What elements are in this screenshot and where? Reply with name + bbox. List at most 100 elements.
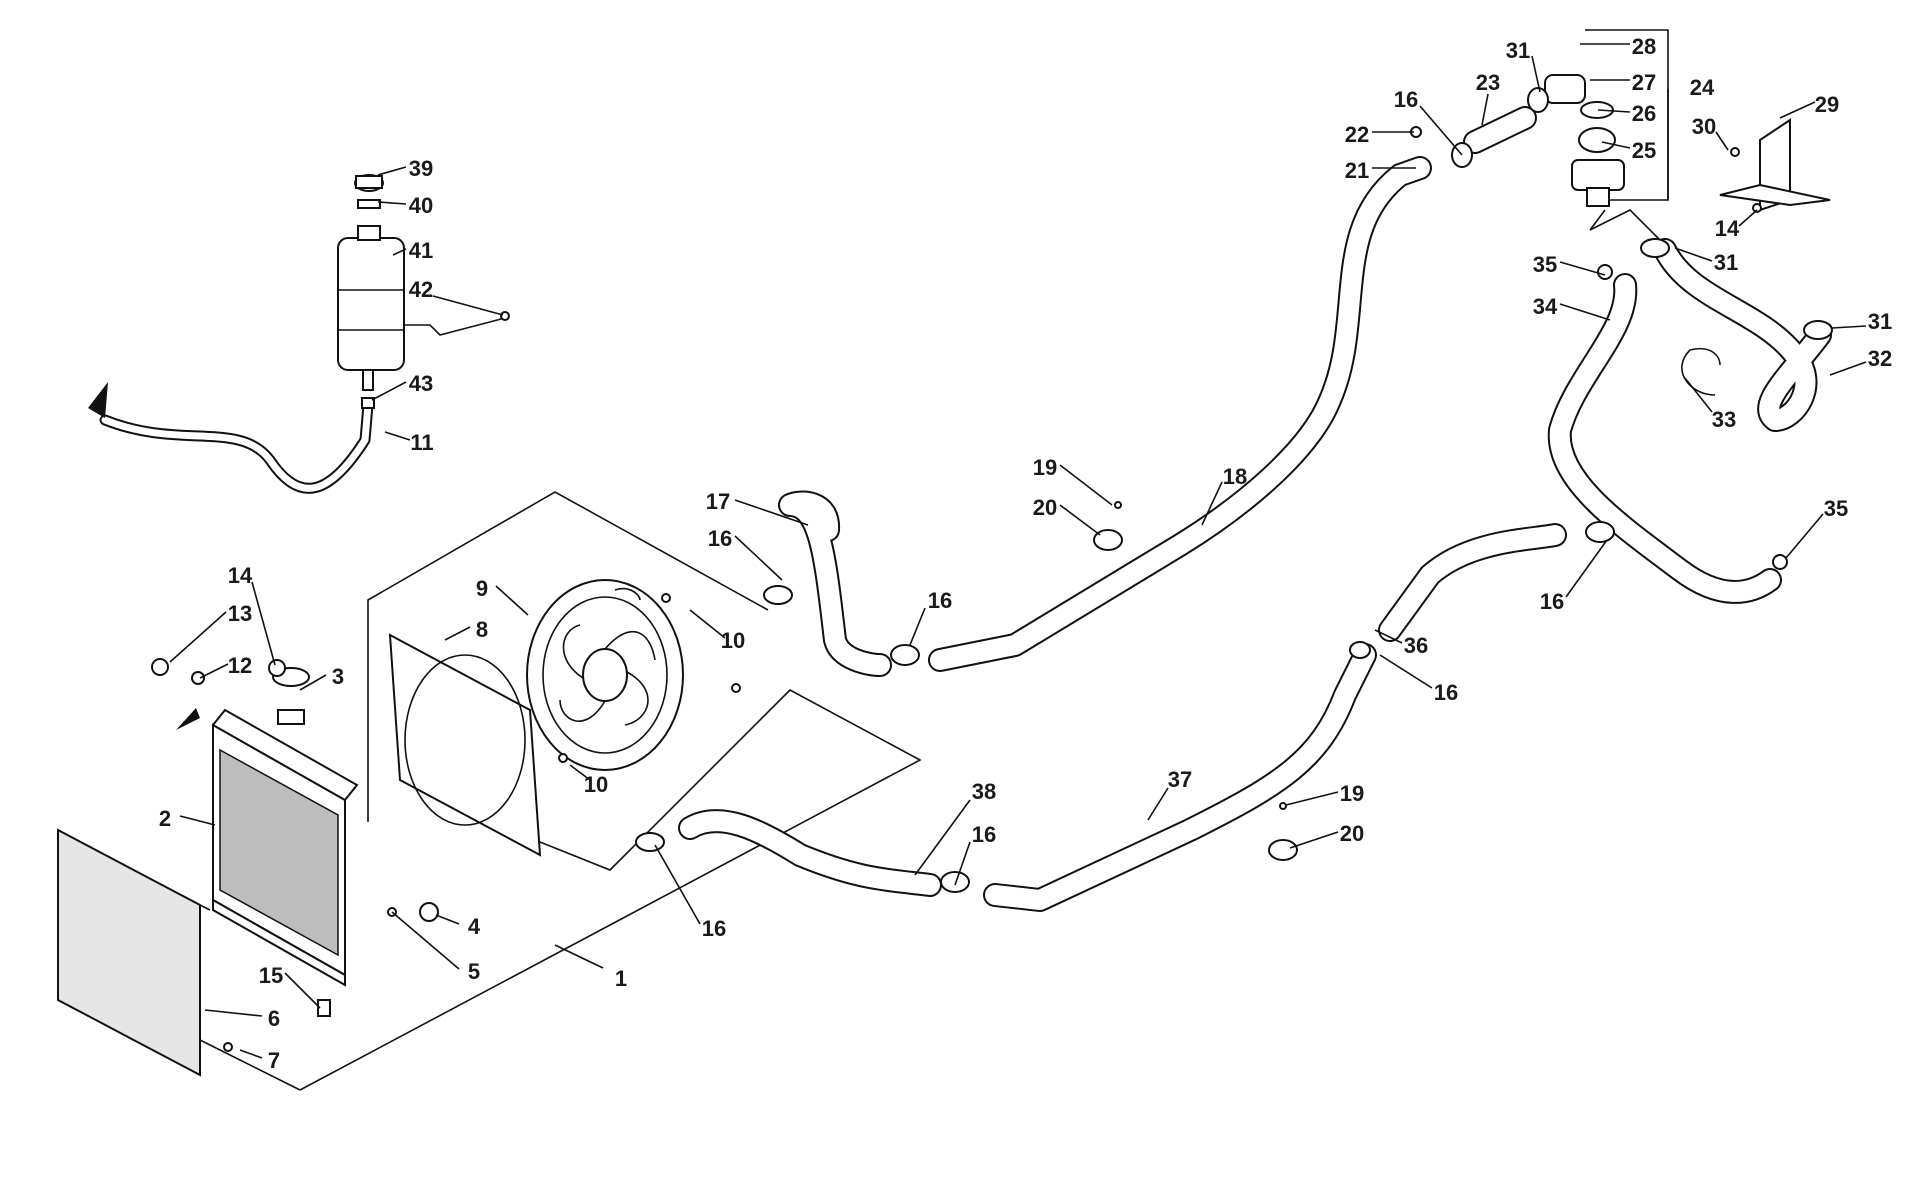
leader-line-c6 [204,1009,263,1017]
callout-c17: 17 [706,489,730,514]
callout-c40: 40 [409,193,433,218]
callout-c18: 18 [1223,464,1247,489]
callout-c25: 25 [1632,138,1656,163]
callout-c28: 28 [1632,34,1656,59]
callout-c16f: 16 [1540,589,1564,614]
callout-c16a: 16 [708,526,732,551]
leader-line-c16e [1379,654,1433,689]
leader-line-c36 [1374,629,1403,644]
callout-c38: 38 [972,779,996,804]
leader-line-c10a [689,609,726,639]
leader-line-c16c [654,844,701,925]
callout-c9: 9 [476,576,488,601]
callout-c6: 6 [268,1006,280,1031]
callout-c30: 30 [1692,114,1716,139]
callout-c37: 37 [1168,767,1192,792]
leader-line-c31a [1531,55,1541,93]
leader-line-c19b [1285,791,1339,806]
callout-c13: 13 [228,601,252,626]
callout-c21: 21 [1345,158,1369,183]
callout-c12: 12 [228,653,252,678]
radiator-screen [57,828,211,1077]
callout-c24: 24 [1690,75,1715,100]
callout-c16d: 16 [972,822,996,847]
leader-line-c23 [1481,93,1489,126]
fan-shroud [388,633,542,857]
hose-32 [1653,238,1832,432]
leader-line-c30 [1715,131,1729,151]
leader-line-c14b [1738,209,1758,227]
callout-c15: 15 [259,963,283,988]
leader-line-c40 [377,201,407,205]
callout-c16e: 16 [1434,680,1458,705]
bracket-29 [1719,118,1831,212]
leader-line-c39 [377,166,407,176]
leader-line-c38 [914,799,971,876]
leader-line-c1 [554,944,604,969]
leader-line-c16d [954,841,971,886]
leader-line-c12 [199,663,229,679]
fasteners [151,126,1762,1052]
leader-line-c20b [1289,831,1339,849]
hose-17 [778,490,892,677]
callout-c35b: 35 [1824,496,1848,521]
callout-c41: 41 [409,238,433,263]
callout-c31a: 31 [1506,38,1530,63]
callout-c27: 27 [1632,70,1656,95]
callout-c31c: 31 [1868,309,1892,334]
coolant-tank [337,174,506,409]
callout-c32: 32 [1868,346,1892,371]
leader-line-c11 [384,431,411,441]
callout-c31b: 31 [1714,250,1738,275]
leader-line-c31c [1831,325,1867,329]
hose-clamps [635,87,1833,893]
callout-c4: 4 [468,914,481,939]
callout-leaders [169,43,1867,1059]
callout-c36: 36 [1404,633,1428,658]
callout-c11: 11 [410,430,433,455]
callout-c34: 34 [1533,294,1558,319]
callout-labels: 1234567891010111213141415161616161616161… [159,34,1892,1073]
callout-c43: 43 [409,371,433,396]
callout-c10a: 10 [721,628,745,653]
callout-c7: 7 [268,1048,280,1073]
callout-c35a: 35 [1533,252,1557,277]
callout-c26: 26 [1632,101,1656,126]
callout-c14a: 14 [228,563,253,588]
leader-line-c5 [391,911,460,970]
leader-line-c35b [1785,513,1824,559]
callout-c20b: 20 [1340,821,1364,846]
leader-line-c32 [1829,361,1867,376]
hose-23 [1463,106,1537,154]
hose-18 [928,156,1432,672]
leader-line-c16g [1419,105,1463,156]
leader-line-c18 [1201,481,1223,526]
leader-line-c7 [239,1049,263,1059]
callout-c5: 5 [468,959,480,984]
electric-fan [526,579,684,771]
leader-line-c29 [1779,101,1816,119]
leader-line-c16b [909,607,926,646]
leader-line-c14a [251,581,276,666]
leader-line-c41 [392,248,407,256]
leader-line-c16f [1565,539,1608,598]
callout-c19b: 19 [1340,781,1364,806]
callout-c14b: 14 [1715,216,1740,241]
hose-37 [983,643,1377,912]
callout-c8: 8 [476,617,488,642]
leader-line-c9 [495,585,529,616]
leader-line-c43 [371,381,407,401]
leader-line-c2 [179,815,216,826]
leader-line-c33 [1684,377,1713,413]
callout-c42: 42 [409,277,433,302]
callout-c16b: 16 [928,588,952,613]
hose-36 [1378,523,1567,642]
leader-line-c25 [1601,141,1631,149]
hose-38 [678,809,942,897]
leader-line-c13 [169,611,227,663]
leader-line-c35a [1559,261,1606,276]
leader-line-c20a [1059,504,1101,536]
callout-c33: 33 [1712,407,1736,432]
leader-line-c37 [1147,787,1169,821]
leader-line-c42 [432,295,504,316]
